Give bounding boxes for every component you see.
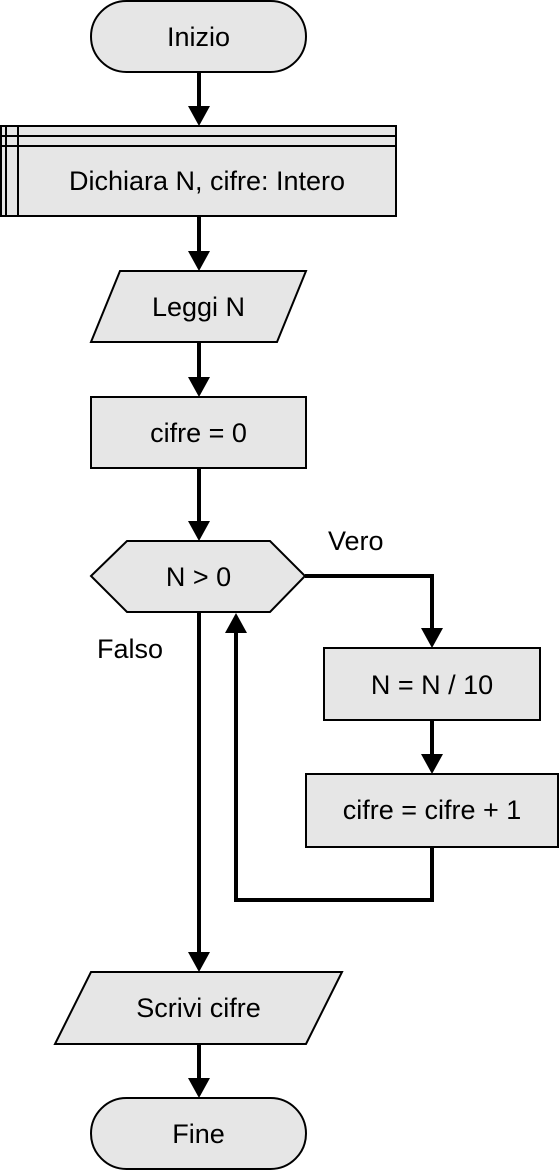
connectors: [188, 72, 443, 1098]
arrow-true-to-divide: [305, 574, 434, 634]
write-label: Scrivi cifre: [136, 993, 261, 1023]
divide-label: N = N / 10: [371, 670, 493, 700]
start-label: Inizio: [167, 22, 230, 52]
arrowhead-icon: [188, 1078, 210, 1098]
false-branch-label: Falso: [97, 634, 163, 664]
increment-node: cifre = cifre + 1: [305, 773, 559, 848]
read-label: Leggi N: [152, 292, 245, 322]
arrowhead-icon: [188, 521, 210, 541]
arrowhead-icon: [188, 106, 210, 126]
divide-node: N = N / 10: [323, 647, 541, 721]
init-label: cifre = 0: [150, 418, 247, 448]
true-branch-label: Vero: [328, 526, 384, 556]
condition-node: N > 0: [89, 540, 307, 613]
arrowhead-icon: [421, 754, 443, 774]
read-node: Leggi N: [89, 270, 308, 343]
arrow-loop-back: [234, 627, 434, 902]
end-label: Fine: [172, 1119, 225, 1149]
arrowhead-icon: [188, 952, 210, 972]
declare-node: Dichiara N, cifre: Intero: [0, 125, 397, 217]
end-node: Fine: [90, 1097, 307, 1170]
arrowhead-icon: [421, 628, 443, 648]
condition-label: N > 0: [166, 562, 231, 592]
write-node: Scrivi cifre: [53, 971, 344, 1045]
increment-label: cifre = cifre + 1: [343, 795, 522, 825]
start-node: Inizio: [90, 0, 307, 73]
arrowhead-icon: [188, 251, 210, 271]
arrowhead-icon: [188, 377, 210, 397]
arrowhead-icon: [225, 613, 247, 633]
declare-label: Dichiara N, cifre: Intero: [69, 166, 345, 196]
init-node: cifre = 0: [90, 396, 307, 469]
